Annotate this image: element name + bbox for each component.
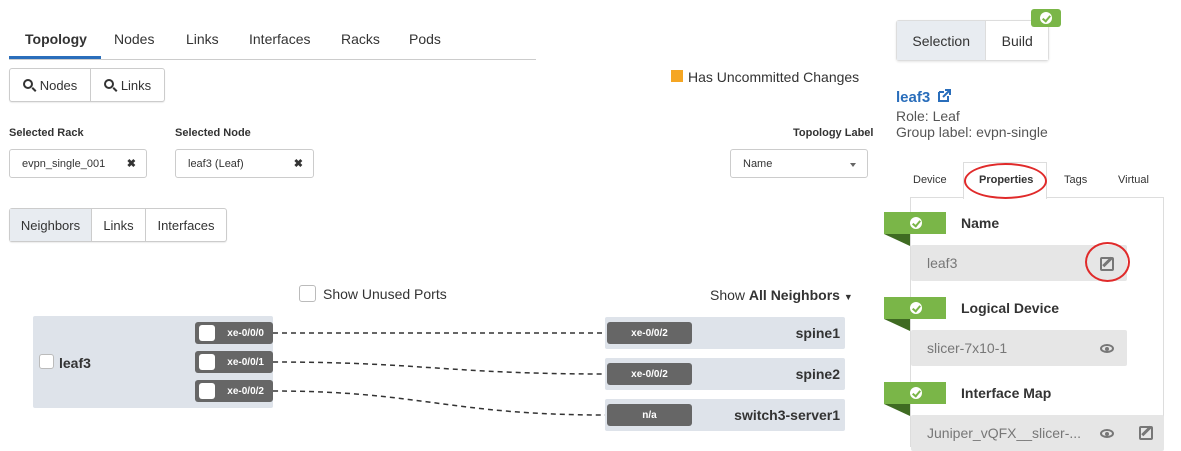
neighbor-name: spine1	[795, 325, 840, 341]
clear-icon[interactable]: ✖	[293, 158, 303, 170]
port-checkbox[interactable]	[199, 383, 215, 399]
neighbor-port-pill: xe-0/0/2	[607, 363, 692, 385]
main-tabs: Topology Nodes Links Interfaces Racks Po…	[9, 22, 536, 60]
uncommitted-label: Has Uncommitted Changes	[688, 69, 860, 85]
build-button[interactable]: Build	[986, 21, 1048, 60]
topology-label-select[interactable]: Name	[730, 149, 868, 178]
search-icon	[103, 79, 114, 89]
port-pill[interactable]: xe-0/0/0	[195, 322, 273, 344]
show-neighbors-dropdown[interactable]: Show All Neighbors ▼	[710, 287, 853, 303]
port-checkbox[interactable]	[199, 354, 215, 370]
search-filter-group: Nodes Links	[9, 68, 165, 102]
chevron-down-icon	[850, 163, 856, 167]
port-label: xe-0/0/1	[227, 356, 264, 368]
tab-topology[interactable]: Topology	[25, 31, 87, 47]
neighbor-name: switch3-server1	[734, 407, 840, 423]
port-label: xe-0/0/0	[227, 327, 264, 339]
properties-panel	[910, 197, 1164, 447]
interface-map-status-check-icon	[884, 382, 946, 404]
caret-down-icon: ▼	[843, 292, 853, 302]
selected-rack-label: Selected Rack	[9, 127, 84, 139]
tab-interfaces[interactable]: Interfaces	[249, 31, 311, 47]
build-status-check-icon	[1031, 9, 1061, 27]
edit-icon[interactable]	[1139, 426, 1153, 440]
highlight-ring	[964, 163, 1047, 199]
topology-label-value: Name	[743, 157, 773, 170]
selected-rack-select[interactable]: evpn_single_001 ✖	[9, 149, 147, 178]
interface-map-field: Juniper_vQFX__slicer-...	[911, 415, 1164, 451]
node-role: Role: Leaf	[896, 108, 960, 124]
link-line	[272, 390, 606, 416]
node-group-label: Group label: evpn-single	[896, 124, 1048, 140]
eye-icon[interactable]	[1100, 429, 1114, 438]
view-mode-group: Neighbors Links Interfaces	[9, 208, 227, 242]
show-neighbors-prefix: Show	[710, 287, 749, 303]
tab-device[interactable]: Device	[913, 174, 947, 186]
show-neighbors-value: All Neighbors	[748, 287, 840, 303]
clear-icon[interactable]: ✖	[126, 158, 136, 170]
logical-device-field: slicer-7x10-1	[911, 330, 1127, 366]
show-unused-ports-checkbox[interactable]	[299, 285, 316, 302]
flag-fold	[884, 234, 910, 246]
show-unused-ports-label: Show Unused Ports	[323, 286, 447, 302]
search-links-button[interactable]: Links	[91, 69, 164, 101]
tab-pods[interactable]: Pods	[409, 31, 441, 47]
node-name: leaf3	[59, 355, 91, 371]
name-status-check-icon	[884, 212, 946, 234]
uncommitted-indicator-icon	[671, 70, 683, 82]
logical-device-section-title: Logical Device	[961, 300, 1060, 316]
neighbors-button[interactable]: Neighbors	[10, 209, 92, 241]
neighbor-port-pill: n/a	[607, 404, 692, 426]
node-checkbox[interactable]	[39, 354, 54, 369]
links-button[interactable]: Links	[92, 209, 146, 241]
neighbor-port-pill: xe-0/0/2	[607, 322, 692, 344]
tab-tags[interactable]: Tags	[1064, 174, 1088, 186]
search-nodes-label: Nodes	[39, 77, 78, 93]
topology-label-label: Topology Label	[793, 127, 874, 139]
port-pill[interactable]: xe-0/0/1	[195, 351, 273, 373]
neighbor-row[interactable]: xe-0/0/2 spine2	[605, 358, 845, 390]
selected-node-select[interactable]: leaf3 (Leaf) ✖	[175, 149, 314, 178]
search-nodes-button[interactable]: Nodes	[10, 69, 91, 101]
neighbor-name: spine2	[795, 366, 840, 382]
neighbor-row[interactable]: n/a switch3-server1	[605, 399, 845, 431]
port-pill[interactable]: xe-0/0/2	[195, 380, 273, 402]
tab-links[interactable]: Links	[186, 31, 219, 47]
interface-map-section-title: Interface Map	[961, 385, 1052, 401]
flag-fold	[884, 319, 910, 331]
selected-node-label: Selected Node	[175, 127, 251, 139]
logical-device-value: slicer-7x10-1	[927, 340, 1008, 356]
link-line	[272, 361, 606, 375]
interfaces-button[interactable]: Interfaces	[157, 217, 215, 233]
tab-racks[interactable]: Racks	[341, 31, 380, 47]
name-section-title: Name	[961, 215, 1000, 231]
external-link-icon[interactable]	[936, 88, 952, 104]
active-tab-indicator	[9, 56, 101, 59]
port-label: xe-0/0/2	[227, 385, 264, 397]
link-lines	[272, 332, 606, 416]
search-icon	[22, 79, 33, 89]
selected-node-title[interactable]: leaf3	[896, 88, 952, 106]
interface-map-value: Juniper_vQFX__slicer-...	[927, 425, 1082, 441]
selected-node-title-text: leaf3	[896, 89, 931, 106]
selected-rack-value: evpn_single_001	[22, 157, 106, 170]
eye-icon[interactable]	[1100, 344, 1114, 353]
port-checkbox[interactable]	[199, 325, 215, 341]
selection-button[interactable]: Selection	[897, 21, 987, 60]
flag-fold	[884, 404, 910, 416]
tab-virtual[interactable]: Virtual	[1118, 174, 1149, 186]
selected-node-value: leaf3 (Leaf)	[188, 157, 244, 170]
tab-nodes[interactable]: Nodes	[114, 31, 155, 47]
highlight-ring	[1085, 242, 1130, 282]
logical-device-status-check-icon	[884, 297, 946, 319]
search-links-label: Links	[120, 77, 152, 93]
selected-node-card[interactable]: leaf3 xe-0/0/0 xe-0/0/1 xe-0/0/2	[33, 316, 273, 408]
name-value: leaf3	[927, 255, 958, 271]
neighbor-row[interactable]: xe-0/0/2 spine1	[605, 317, 845, 349]
mode-toggle-group: Selection Build	[896, 20, 1049, 61]
